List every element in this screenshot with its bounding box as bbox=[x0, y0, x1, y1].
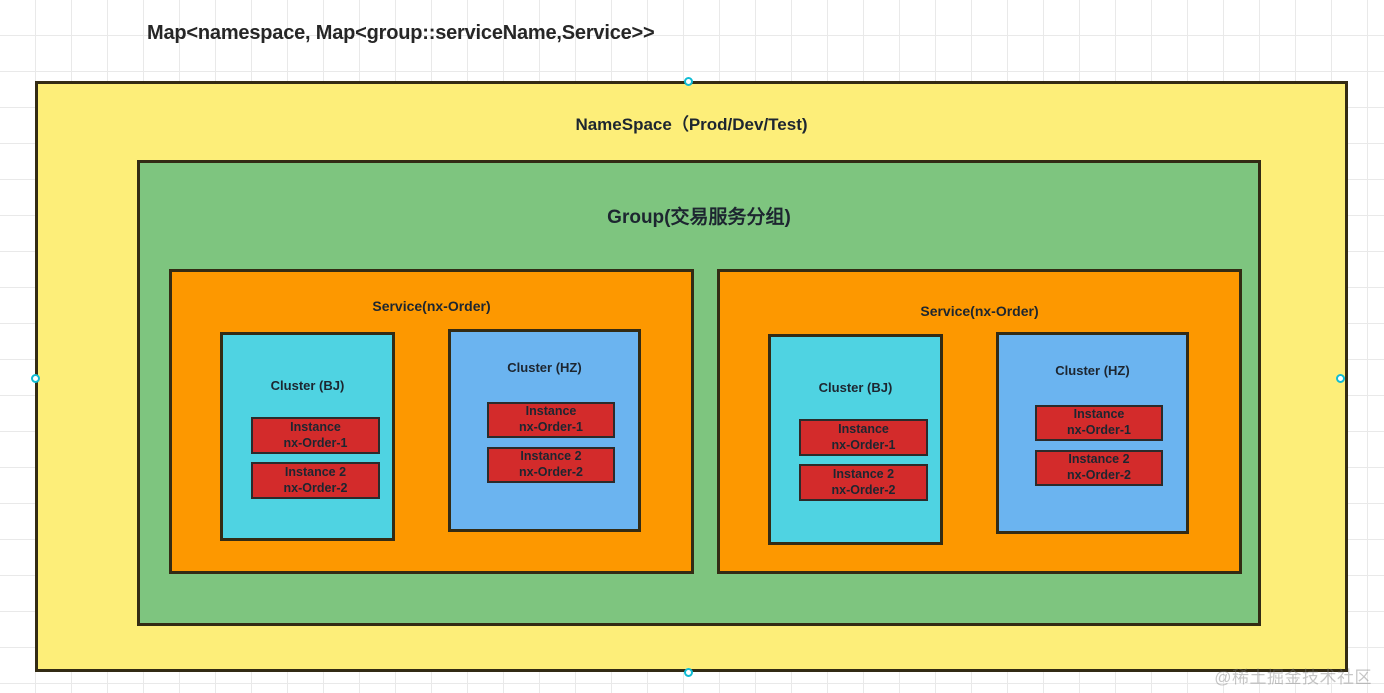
instance-line2: nx-Order-2 bbox=[1067, 468, 1131, 482]
service-label-2: Service(nx-Order) bbox=[920, 303, 1039, 319]
cluster-label-bj-2: Cluster (BJ) bbox=[818, 380, 893, 395]
service-container-2[interactable]: Service(nx-Order) Cluster (BJ) Instance … bbox=[717, 269, 1242, 574]
instance-line2: nx-Order-1 bbox=[283, 435, 348, 450]
cluster-container-hz-2[interactable]: Cluster (HZ) Instance nx-Order-1 Instanc… bbox=[996, 332, 1189, 534]
instance-line2: nx-Order-2 bbox=[519, 465, 583, 479]
service-label-1: Service(nx-Order) bbox=[372, 298, 491, 314]
cluster-container-bj-1[interactable]: Cluster (BJ) Instance nx-Order-1 Instanc… bbox=[220, 332, 395, 541]
instance-box-bj-2-1[interactable]: Instance nx-Order-1 bbox=[799, 419, 928, 456]
instance-line1: Instance 2 bbox=[284, 464, 347, 479]
instance-line1: Instance bbox=[525, 404, 577, 419]
instance-line1: Instance bbox=[838, 421, 889, 436]
instance-line1: Instance bbox=[290, 419, 341, 434]
instance-box-bj-1-2[interactable]: Instance 2 nx-Order-2 bbox=[251, 462, 380, 499]
instance-line1: Instance bbox=[1073, 407, 1125, 422]
instance-line2: nx-Order-1 bbox=[831, 437, 896, 452]
instance-box-hz-1-1[interactable]: Instance nx-Order-1 bbox=[487, 402, 615, 438]
instance-line1: Instance 2 bbox=[520, 449, 582, 464]
group-container[interactable]: Group(交易服务分组) Service(nx-Order) Cluster … bbox=[137, 160, 1261, 626]
service-container-1[interactable]: Service(nx-Order) Cluster (BJ) Instance … bbox=[169, 269, 694, 574]
instance-box-bj-1-1[interactable]: Instance nx-Order-1 bbox=[251, 417, 380, 454]
instance-line1: Instance 2 bbox=[832, 466, 895, 481]
cluster-label-bj-1: Cluster (BJ) bbox=[270, 378, 345, 393]
namespace-container[interactable]: NameSpace（Prod/Dev/Test) Group(交易服务分组) S… bbox=[35, 81, 1348, 672]
namespace-label: NameSpace（Prod/Dev/Test) bbox=[575, 115, 808, 134]
diagram-title: Map<namespace, Map<group::serviceName,Se… bbox=[147, 22, 655, 44]
instance-line2: nx-Order-1 bbox=[1067, 423, 1131, 437]
selection-handle-left[interactable] bbox=[30, 373, 40, 383]
instance-line2: nx-Order-2 bbox=[831, 482, 896, 497]
instance-box-hz-2-2[interactable]: Instance 2 nx-Order-2 bbox=[1035, 450, 1163, 486]
cluster-container-bj-2[interactable]: Cluster (BJ) Instance nx-Order-1 Instanc… bbox=[768, 334, 943, 545]
cluster-container-hz-1[interactable]: Cluster (HZ) Instance nx-Order-1 Instanc… bbox=[448, 329, 641, 532]
instance-box-hz-1-2[interactable]: Instance 2 nx-Order-2 bbox=[487, 447, 615, 483]
group-label: Group(交易服务分组) bbox=[607, 207, 791, 228]
cluster-label-hz-1: Cluster (HZ) bbox=[507, 360, 582, 375]
instance-box-bj-2-2[interactable]: Instance 2 nx-Order-2 bbox=[799, 464, 928, 501]
instance-line2: nx-Order-1 bbox=[519, 420, 583, 434]
instance-line1: Instance 2 bbox=[1068, 452, 1130, 467]
cluster-label-hz-2: Cluster (HZ) bbox=[1055, 363, 1130, 378]
selection-handle-bottom[interactable] bbox=[683, 667, 693, 677]
instance-line2: nx-Order-2 bbox=[283, 480, 348, 495]
selection-handle-top[interactable] bbox=[683, 76, 693, 86]
selection-handle-right[interactable] bbox=[1335, 373, 1345, 383]
watermark: @稀土掘金技术社区 bbox=[1214, 668, 1372, 687]
instance-box-hz-2-1[interactable]: Instance nx-Order-1 bbox=[1035, 405, 1163, 441]
